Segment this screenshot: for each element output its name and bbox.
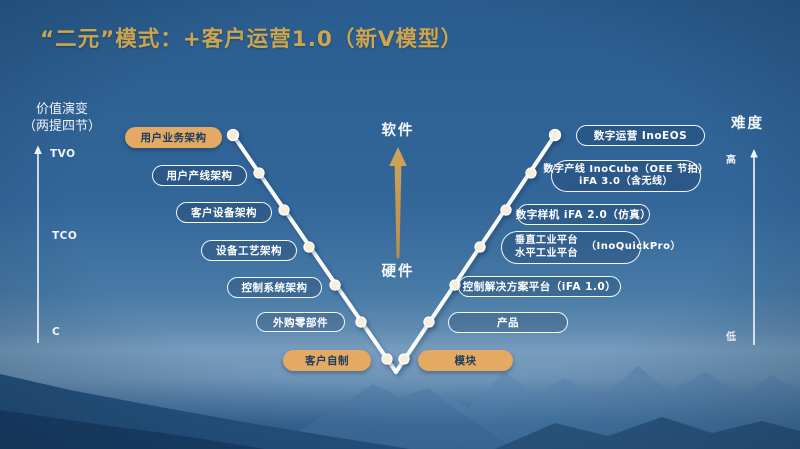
- pill-industrial-platform-stack: 垂直工业平台 水平工业平台: [515, 235, 578, 260]
- pill-industrial-platform: 垂直工业平台 水平工业平台 （InoQuickPro）: [501, 231, 680, 264]
- pill-customer-equipment-architecture: 客户设备架构: [176, 202, 272, 223]
- pill-user-line-architecture: 用户产线架构: [152, 165, 247, 186]
- value-axis-arrow: [34, 145, 42, 343]
- pill-customer-self-made: 客户自制: [283, 350, 371, 371]
- milestone-dot: [226, 128, 240, 142]
- pill-industrial-platform-suffix: （InoQuickPro）: [586, 241, 681, 253]
- milestone-dot: [474, 241, 486, 253]
- pill-digital-production-line-line1: 数字产线 InoCube（OEE 节拍）: [543, 163, 709, 175]
- software-hardware-arrow: [389, 147, 407, 258]
- pill-industrial-platform-line2: 水平工业平台: [515, 247, 578, 259]
- difficulty-high-label: 高: [726, 155, 736, 166]
- value-axis-title-line1: 价值演变: [35, 102, 88, 117]
- pill-control-system-architecture: 控制系统架构: [227, 277, 322, 298]
- milestone-dot: [278, 204, 290, 216]
- tick-tvo: TVO: [50, 148, 76, 160]
- milestone-dot: [329, 279, 341, 291]
- tick-tco: TCO: [52, 230, 78, 242]
- pill-module: 模块: [418, 350, 513, 371]
- hardware-label: 硬件: [381, 264, 415, 280]
- pill-product: 产品: [448, 312, 568, 333]
- pill-digital-operation: 数字运营 InoEOS: [576, 125, 705, 146]
- pill-purchased-parts: 外购零部件: [256, 312, 345, 332]
- difficulty-axis-title: 难度: [731, 116, 764, 132]
- pill-user-business-architecture: 用户业务架构: [125, 127, 222, 148]
- milestone-dot: [303, 241, 315, 253]
- tick-c: C: [52, 326, 61, 338]
- pill-equipment-process-architecture: 设备工艺架构: [201, 240, 297, 261]
- pill-digital-prototype: 数字样机 iFA 2.0（仿真）: [516, 204, 651, 225]
- pill-control-solution-platform: 控制解决方案平台（iFA 1.0）: [458, 276, 621, 297]
- milestone-dot: [500, 204, 512, 216]
- milestone-dot: [525, 167, 537, 179]
- slide-title: “二元”模式：+客户运营1.0（新V模型）: [40, 27, 464, 52]
- milestone-dot: [398, 353, 410, 365]
- milestone-dot: [355, 316, 367, 328]
- pill-digital-production-line-line2: iFA 3.0（含无线）: [578, 176, 674, 187]
- milestone-dot: [548, 128, 562, 142]
- difficulty-low-label: 低: [726, 332, 736, 343]
- pill-industrial-platform-line1: 垂直工业平台: [515, 235, 578, 246]
- milestone-dot: [381, 353, 393, 365]
- software-label: 软件: [381, 123, 415, 139]
- milestone-dot: [253, 167, 265, 179]
- value-axis-title: 价值演变 （两提四节）: [6, 101, 118, 135]
- pill-digital-production-line: 数字产线 InoCube（OEE 节拍） iFA 3.0（含无线）: [543, 160, 708, 192]
- value-axis-title-line2: （两提四节）: [22, 119, 101, 134]
- difficulty-axis-arrow: [750, 149, 758, 345]
- milestone-dot: [423, 316, 435, 328]
